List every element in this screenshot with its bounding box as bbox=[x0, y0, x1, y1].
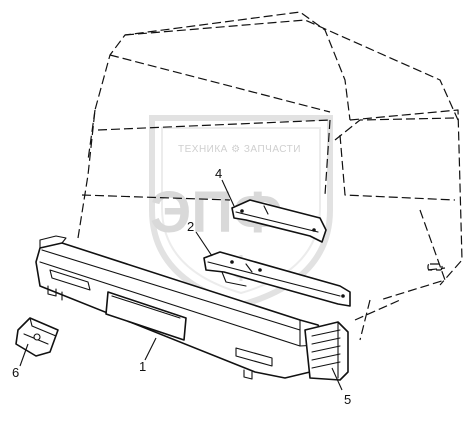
leader-6 bbox=[19, 343, 29, 367]
leader-lines bbox=[19, 179, 343, 391]
callout-2: 2 bbox=[187, 219, 195, 234]
callout-5: 5 bbox=[344, 392, 352, 407]
bumper bbox=[35, 235, 326, 380]
cab-outline bbox=[77, 11, 463, 341]
leader-4 bbox=[221, 179, 235, 207]
callout-6: 6 bbox=[12, 365, 20, 380]
mounting-pad bbox=[15, 317, 59, 357]
watermark-top-text: ТЕХНИКА ⚙ ЗАПЧАСТИ bbox=[178, 144, 301, 155]
callout-1: 1 bbox=[139, 359, 147, 374]
step-end-cap bbox=[304, 321, 349, 381]
leader-2 bbox=[195, 231, 213, 257]
bracket-upper bbox=[231, 199, 327, 243]
bracket-lower bbox=[203, 251, 351, 307]
callout-4: 4 bbox=[215, 166, 223, 181]
leader-1 bbox=[144, 337, 157, 361]
leader-5 bbox=[331, 367, 343, 391]
